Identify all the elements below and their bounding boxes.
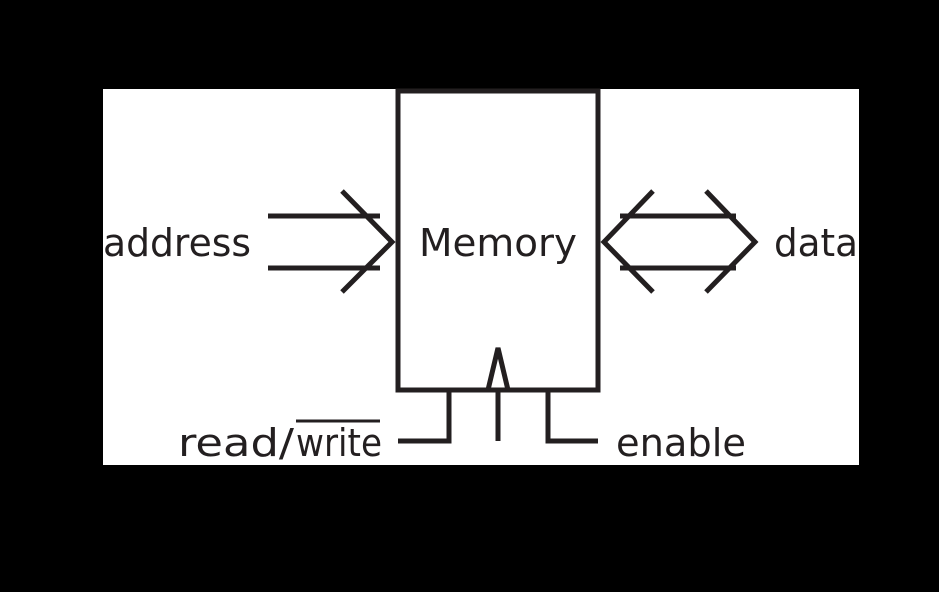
address-label: address [103, 221, 251, 265]
enable-label: enable [616, 421, 746, 465]
write-label: write [296, 421, 382, 465]
data-label: data [774, 221, 858, 265]
read-write-line [398, 390, 452, 444]
memory-label: Memory [419, 221, 577, 265]
diagram-canvas [103, 89, 859, 465]
data-bus-arrow [600, 189, 759, 294]
clock-input [485, 347, 511, 441]
enable-line [545, 390, 598, 444]
address-bus-arrow [268, 189, 396, 294]
read-label: read/ [178, 421, 294, 465]
